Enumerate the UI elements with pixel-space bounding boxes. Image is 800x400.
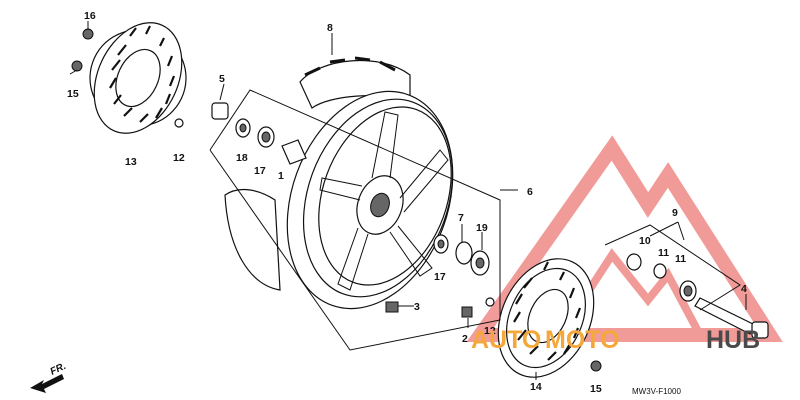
callout-15a: 15 xyxy=(67,88,79,100)
callout-14: 14 xyxy=(530,381,542,393)
callout-16: 16 xyxy=(84,10,96,22)
front-direction-arrow: FR. xyxy=(30,361,68,393)
brake-disc-right xyxy=(497,258,595,378)
callout-1: 1 xyxy=(278,170,284,182)
diagram-code: MW3V-F1000 xyxy=(632,387,681,396)
callout-15b: 15 xyxy=(590,383,602,395)
callout-13: 13 xyxy=(125,156,137,168)
hardware-right xyxy=(385,234,769,372)
leader-lines xyxy=(69,21,747,380)
wheel xyxy=(286,90,454,310)
callout-11a: 11 xyxy=(658,247,669,259)
callout-17a: 17 xyxy=(254,165,266,177)
watermark-auto: AUTO xyxy=(471,326,541,354)
watermark-logo xyxy=(466,135,783,342)
watermark-text: AUTO MOTO HUB xyxy=(471,326,760,354)
watermark-moto: MOTO xyxy=(545,326,620,354)
callout-5: 5 xyxy=(219,73,225,85)
callout-12a: 12 xyxy=(173,152,185,164)
assembly-outline xyxy=(209,89,741,351)
direction-label: FR. xyxy=(49,361,68,378)
hardware-left xyxy=(71,28,307,165)
callout-6: 6 xyxy=(527,186,533,198)
callout-7: 7 xyxy=(458,212,464,224)
callout-17b: 17 xyxy=(434,271,446,283)
callout-11b: 11 xyxy=(675,253,686,265)
callout-4: 4 xyxy=(741,283,747,295)
brake-disc-left xyxy=(89,22,187,134)
callout-9: 9 xyxy=(672,207,678,219)
callouts: 16 5 8 15 6 18 17 1 12 13 7 19 17 9 10 1… xyxy=(67,10,747,395)
callout-19: 19 xyxy=(476,222,488,234)
callout-10: 10 xyxy=(639,235,651,247)
callout-8: 8 xyxy=(327,22,333,34)
tire xyxy=(224,56,411,291)
callout-12b: 12 xyxy=(484,325,496,337)
callout-2: 2 xyxy=(462,333,468,345)
watermark-hub: HUB xyxy=(706,326,760,354)
callout-3: 3 xyxy=(414,301,420,313)
callout-18: 18 xyxy=(236,152,248,164)
